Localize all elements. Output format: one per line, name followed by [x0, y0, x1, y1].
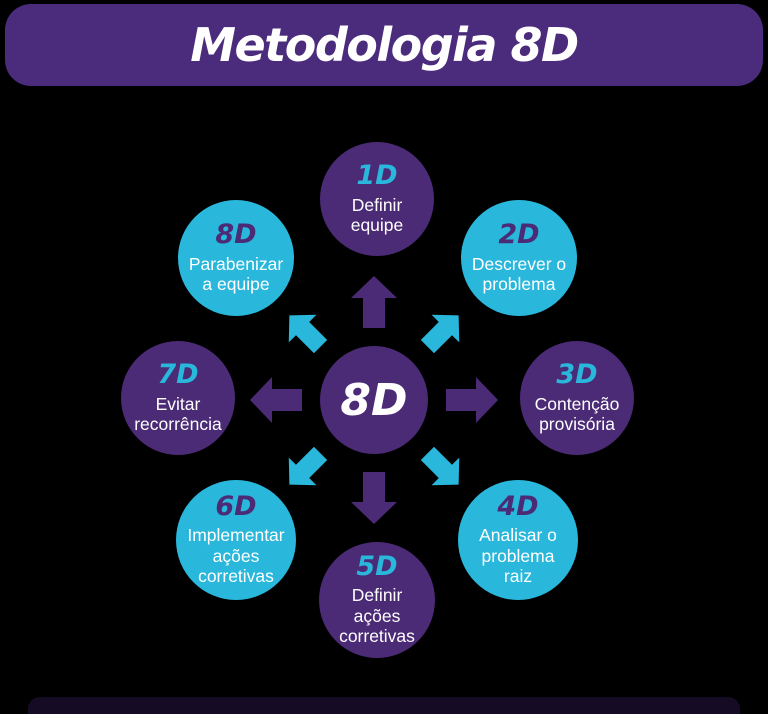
page-title: Metodologia 8D — [190, 18, 579, 72]
arrow-up-icon — [348, 276, 400, 328]
step-number-8d: 8D — [215, 219, 257, 251]
step-circle-2d: 2D Descrever o problema — [461, 200, 577, 316]
step-text-line: ações — [212, 545, 260, 566]
step-text-line: a equipe — [202, 274, 270, 295]
step-text-line: Implementar — [187, 525, 285, 546]
arrow-up-left-icon — [274, 300, 337, 363]
step-number-1d: 1D — [356, 160, 398, 192]
footer-bar — [28, 697, 740, 714]
step-number-7d: 7D — [157, 359, 199, 391]
arrow-left-icon — [250, 374, 302, 426]
header-banner: Metodologia 8D — [5, 4, 763, 86]
step-text-line: provisória — [539, 414, 615, 435]
step-number-5d: 5D — [356, 550, 398, 582]
step-number-6d: 6D — [215, 490, 257, 522]
step-text-line: Definir — [351, 585, 403, 606]
arrow-down-icon — [348, 472, 400, 524]
center-hub-label: 8D — [340, 374, 408, 426]
arrow-up-right-icon — [412, 300, 475, 363]
step-text-line: corretivas — [198, 566, 274, 587]
step-text-line: recorrência — [134, 414, 222, 435]
step-text-line: equipe — [350, 215, 404, 236]
step-circle-1d: 1D Definir equipe — [320, 142, 434, 256]
step-text-line: problema — [481, 545, 555, 566]
step-text-line: Evitar — [155, 393, 201, 414]
step-text-line: Parabenizar — [188, 253, 284, 274]
step-text-line: Analisar o — [479, 525, 557, 546]
step-text-line: problema — [482, 274, 556, 295]
step-circle-5d: 5D Definir ações corretivas — [319, 542, 435, 658]
step-text-line: Descrever o — [471, 253, 567, 274]
step-text-line: Contenção — [534, 393, 620, 414]
step-number-3d: 3D — [556, 359, 598, 391]
step-circle-3d: 3D Contenção provisória — [520, 341, 634, 455]
step-number-4d: 4D — [497, 490, 539, 522]
arrow-right-icon — [446, 374, 498, 426]
step-text-line: ações — [353, 605, 401, 626]
step-circle-6d: 6D Implementar ações corretivas — [176, 480, 296, 600]
center-hub-circle: 8D — [320, 346, 428, 454]
step-circle-7d: 7D Evitar recorrência — [121, 341, 235, 455]
arrow-down-right-icon — [412, 438, 475, 501]
step-text-line: raiz — [503, 566, 533, 587]
step-number-2d: 2D — [498, 219, 540, 251]
step-circle-8d: 8D Parabenizar a equipe — [178, 200, 294, 316]
step-circle-4d: 4D Analisar o problema raiz — [458, 480, 578, 600]
step-text-line: Definir — [351, 194, 403, 215]
arrow-down-left-icon — [274, 438, 337, 501]
step-text-line: corretivas — [339, 626, 415, 647]
